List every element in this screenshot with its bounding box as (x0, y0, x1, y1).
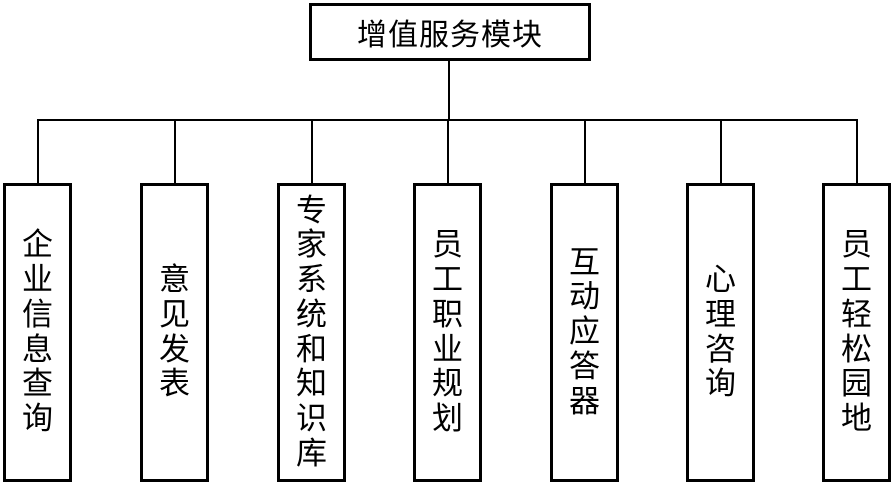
child-node-label: 企业信息查询 (22, 227, 53, 437)
child-connector-2 (174, 119, 176, 183)
child-connector-3 (311, 119, 313, 183)
child-node-interactive-responder: 互动应答器 (550, 183, 619, 482)
child-node-enterprise-info-query: 企业信息查询 (3, 183, 72, 482)
root-node-label: 增值服务模块 (357, 18, 543, 53)
child-node-label: 员工职业规划 (432, 227, 463, 437)
child-connector-1 (37, 119, 39, 183)
child-connector-4 (447, 119, 449, 183)
root-connector (448, 61, 450, 120)
child-node-label: 心理咨询 (705, 262, 736, 403)
child-node-label: 员工轻松园地 (841, 227, 872, 437)
root-node: 增值服务模块 (309, 3, 591, 61)
child-connector-5 (584, 119, 586, 183)
child-node-label: 专家系统和知识库 (296, 192, 327, 472)
child-connector-7 (856, 119, 858, 183)
child-connector-6 (720, 119, 722, 183)
child-node-label: 互动应答器 (569, 244, 600, 420)
child-node-label: 意见发表 (159, 262, 190, 403)
child-node-employee-relax-garden: 员工轻松园地 (822, 183, 891, 482)
child-node-psychological-consulting: 心理咨询 (686, 183, 755, 482)
child-node-career-planning: 员工职业规划 (413, 183, 482, 482)
child-node-expert-system-knowledge-base: 专家系统和知识库 (277, 183, 346, 482)
child-node-opinion-publish: 意见发表 (140, 183, 209, 482)
